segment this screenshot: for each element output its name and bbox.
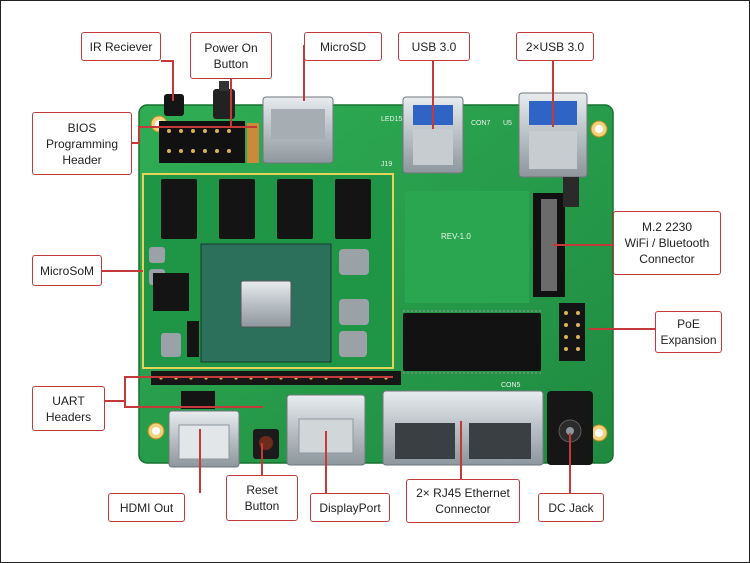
usb-con-marking: CON7	[471, 120, 491, 127]
label-microsd: MicroSD	[304, 32, 382, 61]
ir-receiver-part	[164, 94, 184, 116]
led-marking: LED15	[381, 116, 403, 123]
label-reset-button: Reset Button	[226, 475, 298, 521]
poe-header-part	[559, 303, 585, 361]
label-poe-expansion: PoE Expansion	[655, 311, 722, 353]
label-microsom: MicroSoM	[32, 255, 102, 286]
ethernet-chip	[403, 313, 541, 371]
label-displayport: DisplayPort	[310, 493, 390, 522]
eth-con-marking: CON5	[501, 382, 521, 389]
label-dual-usb30: 2×USB 3.0	[516, 32, 594, 61]
label-ir-receiver: IR Reciever	[81, 32, 161, 61]
rev-marking: REV-1.0	[441, 232, 471, 241]
label-dc-jack: DC Jack	[538, 493, 604, 522]
label-rj45: 2× RJ45 Ethernet Connector	[406, 479, 520, 523]
label-hdmi-out: HDMI Out	[108, 493, 185, 522]
label-power-on-button: Power On Button	[190, 32, 272, 79]
label-usb30: USB 3.0	[398, 32, 470, 61]
j19-marking: J19	[381, 161, 392, 168]
power-button-part	[213, 89, 235, 119]
label-bios-header: BIOS Programming Header	[32, 112, 132, 175]
hdmi-port-part	[168, 410, 240, 468]
usb-u5-marking: U5	[503, 120, 512, 127]
ram-chips	[161, 179, 371, 239]
soc-die	[240, 280, 292, 328]
label-uart-headers: UART Headers	[32, 386, 105, 431]
rj45-port-part	[382, 390, 544, 466]
label-m2-connector: M.2 2230 WiFi / Bluetooth Connector	[613, 211, 721, 275]
